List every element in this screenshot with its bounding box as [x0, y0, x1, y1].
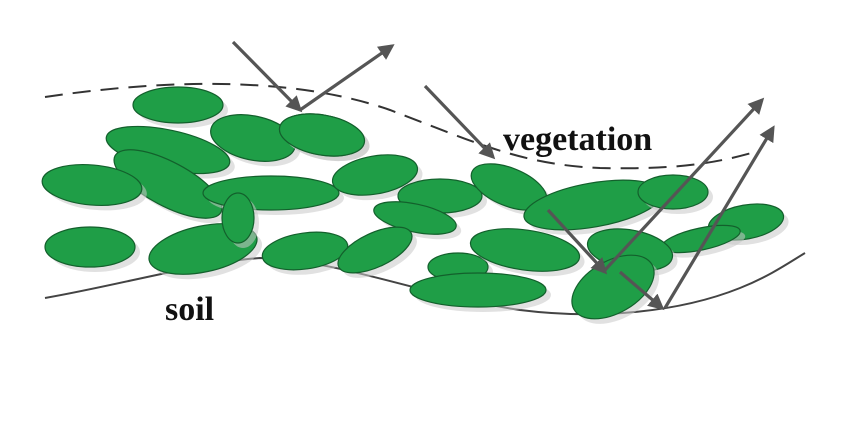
transmitted-ray-arrow — [618, 270, 665, 311]
transmitted-ray-arrow — [546, 208, 608, 275]
leaf — [41, 164, 147, 211]
leaf — [409, 272, 551, 312]
leaf — [113, 149, 227, 224]
leaf — [637, 174, 713, 214]
leaf — [261, 231, 353, 275]
leaf — [469, 228, 585, 277]
incident-ray-arrow — [231, 40, 303, 113]
leaf-group — [41, 86, 789, 324]
scattered-ray-arrow — [603, 97, 765, 272]
radiation-arrows — [231, 40, 775, 311]
vegetation-label: vegetation — [503, 121, 652, 158]
soil-reflected-ray-arrow — [663, 125, 775, 309]
incident-ray-arrow — [423, 84, 496, 160]
leaf — [221, 192, 259, 248]
canopy-top-boundary — [44, 82, 756, 170]
leaf — [132, 86, 228, 128]
leaf — [44, 226, 140, 272]
leaf — [337, 226, 417, 278]
leaf — [278, 113, 370, 162]
leaf — [523, 179, 668, 235]
reflected-ray-arrow — [299, 44, 395, 112]
soil-label: soil — [165, 291, 214, 328]
